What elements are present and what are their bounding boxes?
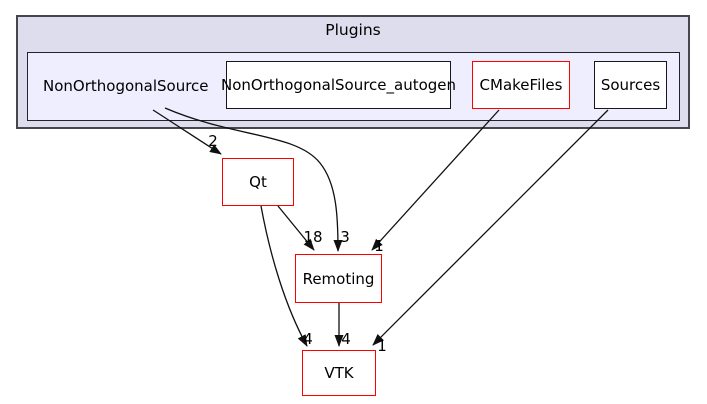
- node-remoting[interactable]: Remoting: [295, 254, 382, 303]
- cluster-plugins: Plugins NonOrthogonalSource NonOrthogona…: [16, 15, 690, 129]
- edge-cmakefiles-to-remoting: [371, 109, 500, 251]
- edge-sources-to-vtk: [372, 109, 609, 346]
- node-sources[interactable]: Sources: [594, 61, 667, 109]
- node-nonorthogonalsource-autogen-label: NonOrthogonalSource_autogen: [220, 76, 457, 94]
- edge-label-remoting-to-vtk: 4: [341, 330, 351, 348]
- node-nonorthogonalsource-autogen[interactable]: NonOrthogonalSource_autogen: [221, 61, 456, 109]
- node-sources-label: Sources: [600, 76, 661, 94]
- edge-label-nonorthogonalsource-to-remoting: 3: [340, 228, 350, 246]
- edge-label-nonorthogonalsource-to-qt: 2: [208, 132, 218, 150]
- node-qt[interactable]: Qt: [222, 158, 294, 206]
- current-dir-label: NonOrthogonalSource: [43, 77, 209, 95]
- cluster-plugins-label: Plugins: [325, 21, 381, 39]
- edge-label-qt-to-remoting: 18: [303, 228, 322, 246]
- node-vtk-label: VTK: [324, 364, 354, 382]
- node-remoting-label: Remoting: [302, 269, 375, 288]
- node-cmakefiles-label: CMakeFiles: [479, 76, 563, 94]
- edge-qt-to-remoting: [277, 205, 315, 251]
- node-cmakefiles[interactable]: CMakeFiles: [472, 61, 570, 109]
- cluster-nonorthogonalsource: NonOrthogonalSource NonOrthogonalSource_…: [27, 52, 680, 121]
- node-qt-label: Qt: [249, 173, 267, 191]
- edge-label-sources-to-vtk: 1: [377, 337, 387, 355]
- edge-label-cmakefiles-to-remoting: 1: [374, 237, 384, 255]
- node-vtk[interactable]: VTK: [302, 350, 376, 396]
- edge-label-qt-to-vtk: 4: [303, 330, 313, 348]
